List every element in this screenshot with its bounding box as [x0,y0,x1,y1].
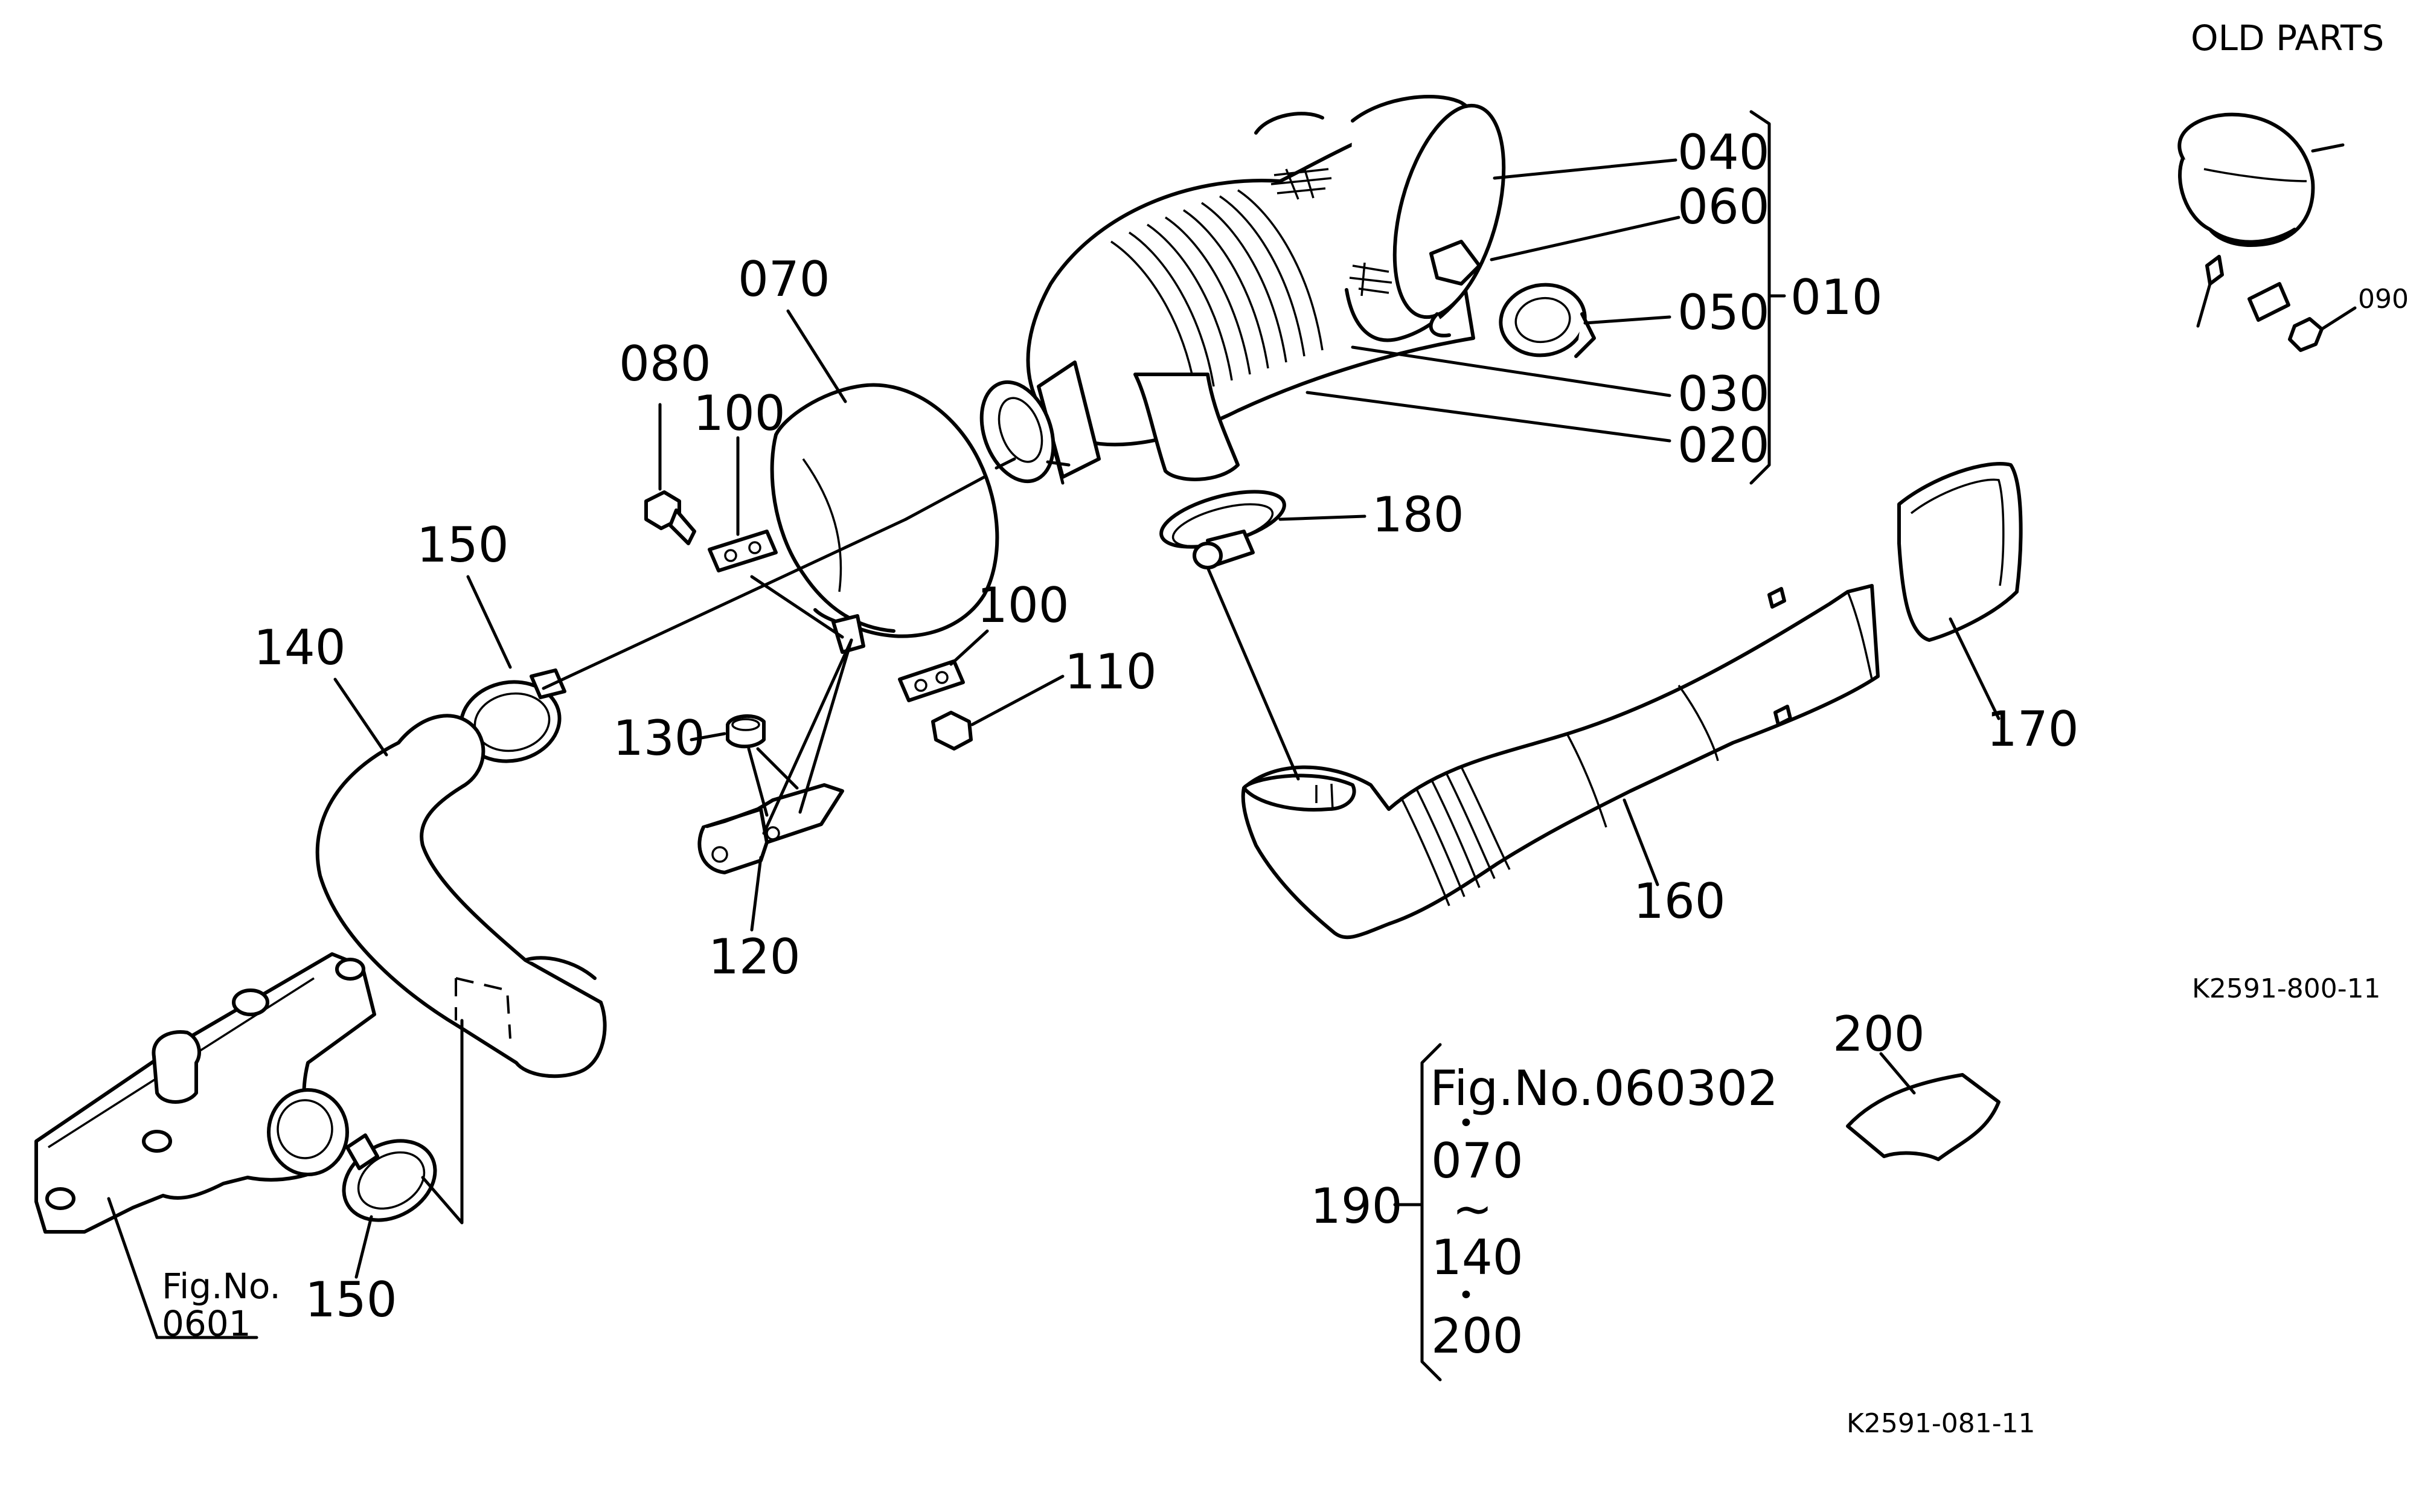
part-number-labels: 040 060 050 010 030 020 070 080 100 100 … [254,124,2079,1328]
label-180: 180 [1372,487,1464,543]
label-100-upper: 100 [693,385,786,441]
bolt-080[interactable] [644,490,696,545]
kit-item-070: 070 [1431,1133,1523,1189]
label-130: 130 [613,710,705,766]
label-160: 160 [1633,873,1726,929]
cleaner-clip [1429,240,1481,286]
old-band-strap[interactable] [2177,112,2345,328]
exhaust-manifold[interactable] [34,952,376,1234]
kit-item-140: 140 [1431,1229,1523,1286]
exhaust-fig-ref-line1[interactable]: Fig.No. [162,1266,281,1307]
cleaner-ribs [1110,189,1324,393]
figure-references: Fig.No. 0601 Fig.No.060302 • 070 ~ 140 •… [162,1060,1778,1364]
drawing-code-lower: K2591-081-11 [1847,1408,2036,1439]
hose-clamp-150-lower[interactable] [330,1125,450,1236]
hose-140[interactable] [315,714,607,1078]
label-010: 010 [1790,269,1883,325]
cleaner-outlet [1133,373,1240,481]
old-parts-title: OLD PARTS [2191,18,2384,59]
plate-100-lower[interactable] [898,659,965,702]
label-090: 090 [2358,284,2409,315]
drawing-code-upper: K2591-800-11 [2192,973,2381,1004]
exhaust-fig-ref-line2[interactable]: 0601 [162,1303,251,1344]
label-200: 200 [1833,1006,1925,1062]
old-plate[interactable] [2247,282,2290,322]
label-100-lower: 100 [977,577,1069,633]
kit-dot-1: • [1458,1108,1474,1139]
intake-hose-160[interactable] [1241,584,1880,940]
bracket-120[interactable] [697,783,844,874]
label-110: 110 [1065,644,1157,700]
label-140: 140 [254,620,346,676]
label-120: 120 [708,929,801,985]
label-sheet-200[interactable] [1846,1073,2001,1161]
label-060: 060 [1677,179,1770,235]
leader-lines [107,110,2001,1382]
label-150-upper: 150 [417,517,509,573]
plate-100-upper[interactable] [708,530,778,572]
dust-valve-050[interactable] [1495,278,1596,362]
old-parts-inset: OLD PARTS 090 [2177,18,2409,352]
label-020: 020 [1677,417,1770,473]
kit-dot-2: • [1458,1280,1474,1311]
air-cleaner-assembly[interactable] [969,94,1524,491]
label-050: 050 [1677,284,1770,341]
kit-item-200: 200 [1431,1308,1523,1364]
kit-fig-ref[interactable]: Fig.No.060302 [1430,1060,1778,1116]
label-150-lower: 150 [305,1272,397,1328]
label-030: 030 [1677,366,1770,422]
label-080: 080 [619,336,711,392]
mounting-band-070[interactable] [770,383,999,654]
hose-clamp-150-upper[interactable] [455,668,566,769]
label-040: 040 [1677,124,1770,181]
label-170: 170 [1987,701,2079,757]
old-nut[interactable] [2288,317,2324,352]
label-070: 070 [738,251,830,307]
clamp-180[interactable] [1156,481,1290,569]
kit-range-mark: ~ [1452,1181,1493,1237]
nut-130[interactable] [726,714,766,749]
label-190: 190 [1310,1178,1403,1234]
nut-110[interactable] [931,711,973,751]
seal-170[interactable] [1897,462,2023,642]
